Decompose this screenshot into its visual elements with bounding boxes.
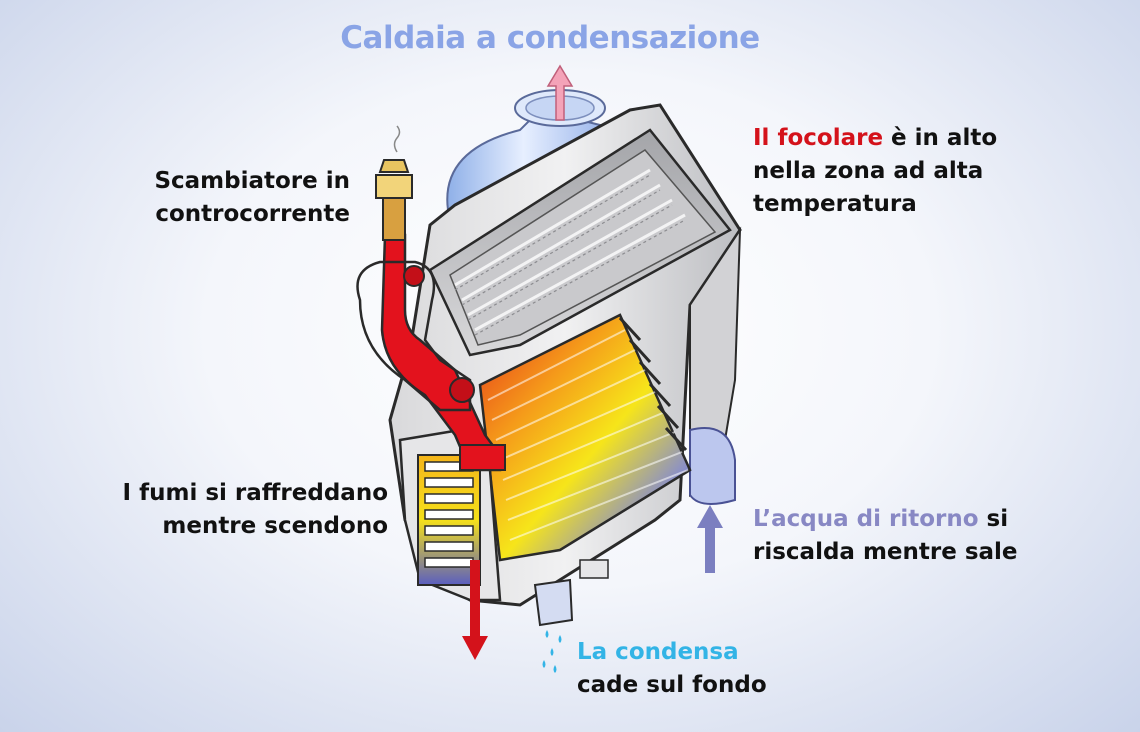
- label-fumi-line1: I fumi si raffreddano: [122, 480, 388, 506]
- label-acqua: L’acqua di ritorno si riscalda mentre sa…: [753, 503, 1018, 569]
- label-condensa: La condensa cade sul fondo: [577, 636, 767, 702]
- condensate-drops: [542, 630, 562, 673]
- label-scambiatore-line2: controcorrente: [155, 201, 350, 227]
- label-condensa-highlight: La condensa: [577, 639, 739, 665]
- label-scambiatore-line1: Scambiatore in: [154, 168, 350, 194]
- label-condensa-line2: cade sul fondo: [577, 672, 767, 698]
- label-acqua-line2: riscalda mentre sale: [753, 539, 1018, 565]
- page-title: Caldaia a condensazione: [340, 20, 760, 56]
- counterflow-exchanger: [398, 428, 609, 627]
- heat-exchanger: [478, 313, 692, 562]
- label-focolare: Il focolare è in alto nella zona ad alta…: [753, 122, 997, 221]
- return-water-up-arrow: [697, 505, 723, 573]
- label-scambiatore: Scambiatore in controcorrente: [145, 165, 350, 231]
- label-fumi: I fumi si raffreddano mentre scendono: [100, 477, 388, 543]
- label-focolare-line2: nella zona ad alta: [753, 158, 984, 184]
- label-focolare-line3: temperatura: [753, 191, 917, 217]
- label-acqua-rest: si: [978, 506, 1009, 532]
- fumes-down-arrow: [462, 560, 488, 660]
- label-acqua-highlight: L’acqua di ritorno: [753, 506, 979, 532]
- hot-water-pipe: [356, 233, 506, 472]
- label-focolare-rest: è in alto: [883, 125, 998, 151]
- flue-gas-arrow: [546, 64, 574, 121]
- label-focolare-highlight: Il focolare: [753, 125, 884, 151]
- label-fumi-line2: mentre scendono: [162, 513, 388, 539]
- pipe-fitting: [375, 125, 413, 241]
